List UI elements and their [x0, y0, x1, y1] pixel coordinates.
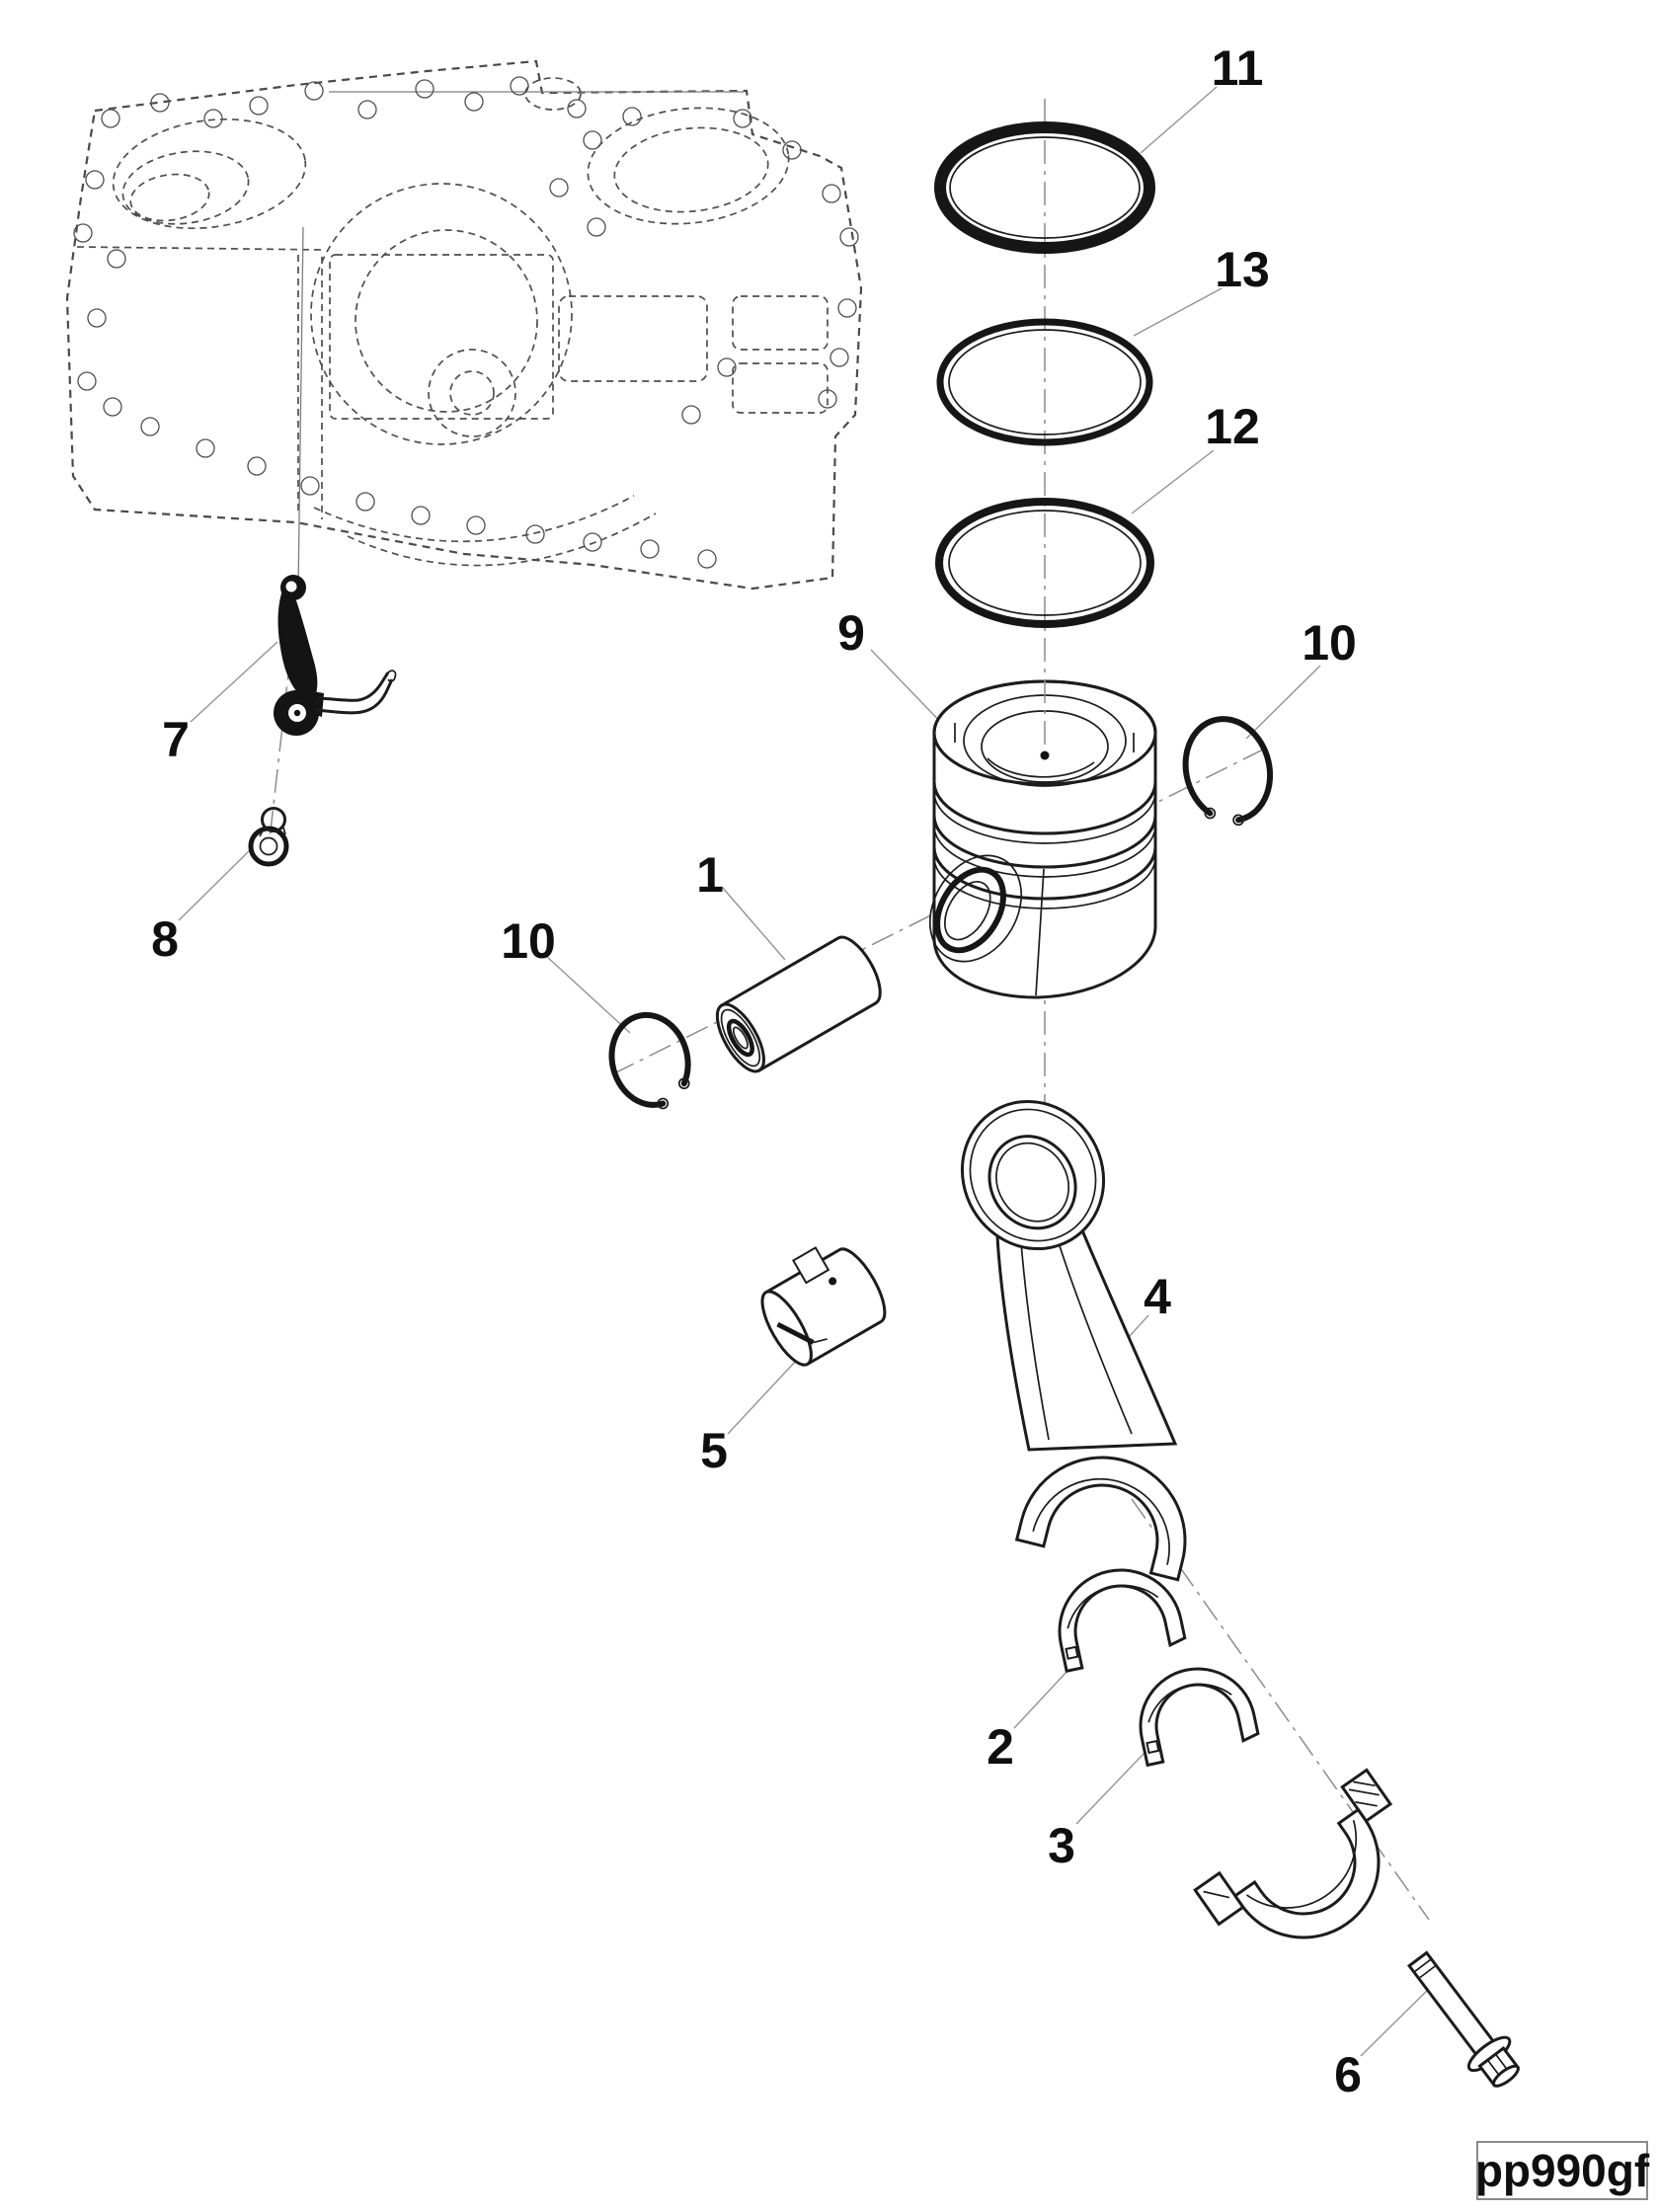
engine-block-ghost [65, 59, 863, 591]
callout-7: 7 [162, 712, 190, 767]
callouts: 1 2 3 4 5 6 7 8 9 10 10 11 12 13 [151, 40, 1362, 2102]
nozzle-locator-line [297, 226, 304, 592]
callout-13: 13 [1215, 242, 1270, 297]
part-connecting-rod-4 [960, 1099, 1187, 1582]
part-cap-bolt-6 [1406, 1950, 1521, 2088]
part-piston-pin-1 [715, 935, 882, 1073]
part-nozzle-bolt-8 [248, 807, 289, 867]
block-bolt-holes [73, 76, 859, 569]
callout-11: 11 [1212, 40, 1264, 96]
leader-lines [178, 86, 1432, 2057]
callout-10-left: 10 [501, 913, 556, 969]
callout-10-right: 10 [1302, 615, 1357, 671]
part-piston-9 [928, 679, 1157, 999]
part-cooling-nozzle-7 [274, 575, 397, 736]
rod-big-end [1014, 1456, 1187, 1582]
callout-9: 9 [837, 605, 865, 661]
callout-12: 12 [1205, 399, 1260, 454]
part-bearing-cap [1193, 1768, 1393, 1939]
callout-3: 3 [1048, 1818, 1075, 1873]
rod-small-end [960, 1099, 1106, 1251]
nozzle-bolt-axis-line [269, 603, 297, 840]
figure-code-text: pp990gf [1475, 2145, 1650, 2196]
piston-pin-bore [928, 854, 1023, 963]
part-snap-ring-10-left [608, 1011, 691, 1110]
part-second-ring-13 [936, 318, 1153, 446]
figure-code-box [1476, 2141, 1648, 2200]
part-snap-ring-10-right [1182, 716, 1274, 827]
part-rod-bushing-5 [760, 1246, 887, 1367]
callout-6: 6 [1334, 2047, 1362, 2102]
part-oil-ring-12 [935, 498, 1154, 628]
callout-8: 8 [151, 911, 179, 967]
part-bearing-shell-upper-2 [1058, 1568, 1187, 1674]
part-bearing-shell-lower-3 [1139, 1667, 1260, 1768]
part-top-compression-ring-11 [934, 121, 1155, 254]
callout-2: 2 [987, 1719, 1014, 1775]
callout-4: 4 [1144, 1269, 1171, 1324]
callout-5: 5 [700, 1423, 728, 1478]
figure-code: pp990gf [1475, 2141, 1650, 2200]
callout-1: 1 [696, 847, 724, 903]
